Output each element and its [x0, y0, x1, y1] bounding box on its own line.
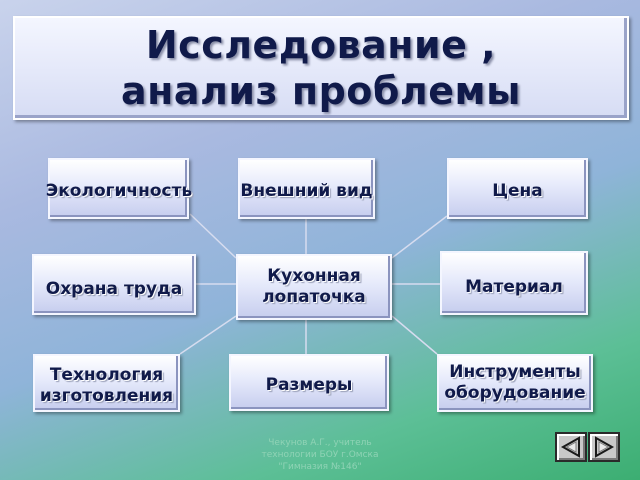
triangle-right-icon	[595, 436, 615, 458]
connector-ecology	[189, 213, 237, 259]
credit-line-1: Чекунов А.Г., учитель	[268, 438, 372, 448]
box-sizes	[229, 354, 389, 411]
box-ecology	[48, 158, 189, 219]
triangle-left-icon	[560, 436, 580, 458]
label-material: Материал	[465, 277, 563, 297]
label-sizes: Размеры	[265, 375, 353, 395]
page-title: Исследование , анализ проблемы	[13, 16, 629, 120]
center-node: Кухонная лопаточка	[236, 266, 392, 308]
technology-line-1: Технология	[49, 365, 164, 385]
connector-price	[391, 215, 448, 259]
back-button[interactable]	[555, 432, 587, 462]
label-safety: Охрана труда	[45, 279, 183, 299]
box-tools	[437, 354, 593, 412]
title-line-1: Исследование ,	[145, 23, 497, 67]
box-price	[447, 158, 588, 219]
box-appearance	[238, 158, 375, 219]
box-material	[440, 251, 588, 315]
tools-line-2: оборудование	[444, 383, 586, 403]
center-line-1: Кухонная	[267, 266, 361, 286]
forward-button[interactable]	[588, 432, 620, 462]
credit-line-3: "Гимназия №146"	[278, 462, 362, 472]
box-safety	[32, 254, 196, 315]
tools-line-1: Инструменты	[449, 362, 581, 382]
box-technology	[33, 354, 180, 412]
technology-line-2: изготовления	[39, 386, 174, 406]
title-line-2: анализ проблемы	[121, 69, 521, 113]
center-line-2: лопаточка	[262, 287, 366, 307]
title-box	[13, 16, 629, 120]
connector-technology	[179, 315, 237, 355]
label-price: Цена	[492, 181, 543, 201]
box-center	[236, 254, 392, 320]
connector-tools	[391, 315, 438, 355]
author-credit: Чекунов А.Г., учитель технологии БОУ г.О…	[235, 437, 405, 473]
label-appearance: Внешний вид	[240, 181, 373, 201]
credit-line-2: технологии БОУ г.Омска	[261, 450, 379, 460]
label-tools: Инструменты оборудование	[420, 362, 610, 404]
label-ecology: Экологичность	[45, 181, 193, 201]
label-technology: Технология изготовления	[18, 365, 195, 407]
